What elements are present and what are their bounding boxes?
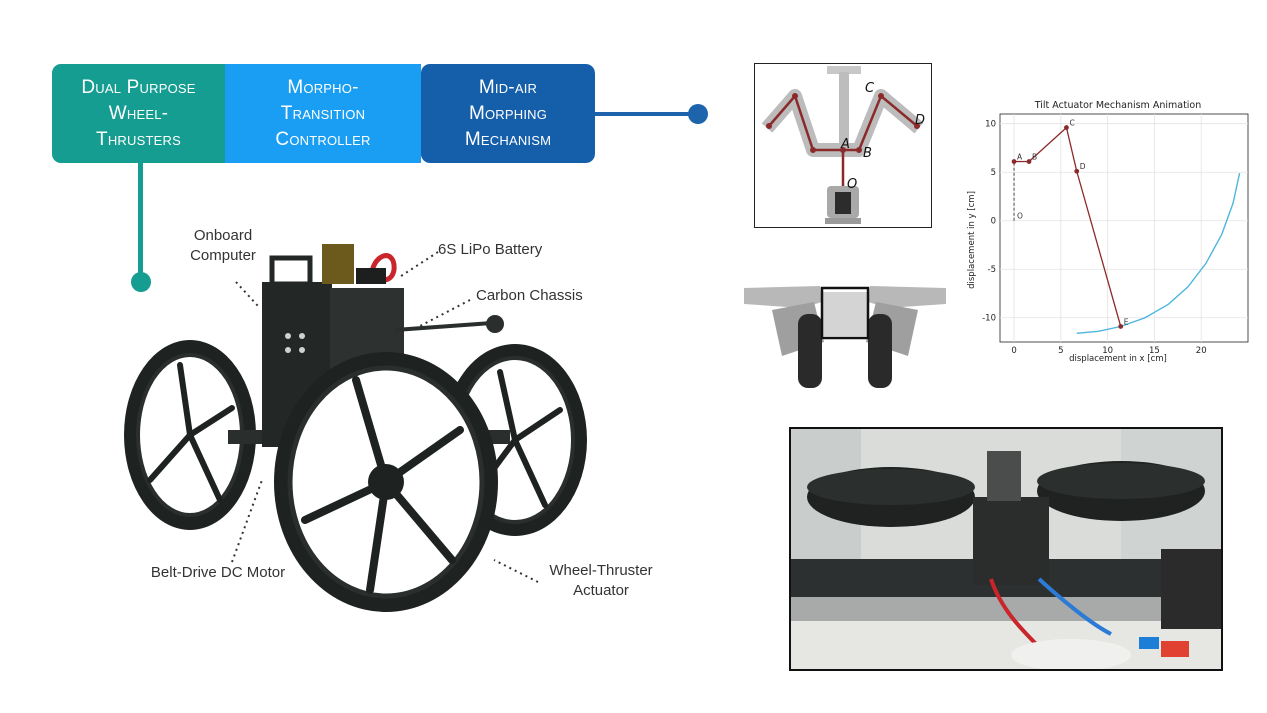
wheel-back-left [124, 340, 256, 530]
linkage-label-b: B [863, 146, 872, 161]
joint-label-o: O [1017, 212, 1023, 221]
leader-actuator [493, 559, 539, 583]
x-axis-label: displacement in x [cm] [1069, 354, 1167, 364]
joint-point-b [1026, 159, 1032, 164]
x-tick-label: 0 [1011, 346, 1016, 356]
label-onboard-computer: Onboard Computer [190, 227, 256, 264]
prototype-video-still [789, 427, 1223, 671]
connector-dot-down [131, 272, 151, 292]
battery-pack [322, 244, 397, 284]
joint-label-c: C [1069, 119, 1074, 128]
leader-chassis [419, 299, 471, 327]
joint-point-e [1118, 324, 1124, 329]
joint-point-a [1011, 159, 1017, 164]
feature-tab-bar: Dual Purpose Wheel- Thrusters Morpho- Tr… [52, 64, 595, 163]
folded-wheels-render [744, 286, 946, 388]
joint-point-c [1064, 125, 1069, 130]
x-tick-label: 20 [1196, 346, 1207, 356]
label-battery: 6S LiPo Battery [438, 241, 543, 258]
antenna-rod [394, 321, 493, 332]
connector-dot-right [688, 104, 708, 124]
label-chassis: Carbon Chassis [476, 287, 583, 304]
joint-label-b: B [1032, 153, 1037, 162]
leader-motor [231, 479, 263, 563]
y-tick-label: 5 [991, 168, 996, 178]
y-tick-label: -5 [988, 265, 996, 275]
zoom-highlight-box [820, 286, 870, 340]
chart-title: Tilt Actuator Mechanism Animation [1034, 100, 1202, 111]
y-tick-label: -10 [982, 314, 996, 324]
linkage-label-a: A [840, 137, 850, 152]
robot-illustration [124, 244, 587, 612]
label-actuator: Wheel-Thruster Actuator [549, 562, 653, 599]
link-segment-b-c [1028, 127, 1067, 163]
y-tick-label: 0 [991, 217, 996, 227]
label-motor: Belt-Drive DC Motor [150, 564, 286, 581]
connector-line-down [138, 163, 143, 275]
joint-label-d: D [1080, 162, 1086, 171]
linkage-label-d: D [915, 113, 925, 128]
x-tick-label: 5 [1058, 346, 1063, 356]
link-segment-d-e [1076, 171, 1122, 327]
tick-labels: 0 5 10 15 20 10 5 0 -5 -10 [982, 120, 1207, 356]
tab-mid-air-morphing-mechanism: Mid-air Morphing Mechanism [421, 64, 595, 163]
wheel-front-left [274, 352, 498, 612]
joint-label-a: A [1017, 153, 1023, 162]
plot-area [999, 113, 1249, 343]
linkage-label-o: O [847, 177, 857, 192]
tab-morpho-transition-controller: Morpho- Transition Controller [225, 64, 421, 163]
leader-onboard-computer [235, 281, 259, 307]
linkage-label-c: C [865, 81, 875, 96]
joint-label-e: E [1124, 317, 1129, 326]
trajectory-curve [1076, 173, 1241, 334]
antenna-tip [486, 315, 504, 333]
tab-dual-purpose-wheel-thrusters: Dual Purpose Wheel- Thrusters [52, 64, 225, 163]
leader-battery [397, 251, 439, 279]
y-tick-label: 10 [985, 120, 996, 130]
x-tick-label: 15 [1149, 346, 1160, 356]
link-segment-c-d [1065, 127, 1078, 172]
prototype-photo [791, 429, 1221, 669]
connector-line-right [595, 112, 698, 116]
tilt-actuator-chart: Tilt Actuator Mechanism Animation 0 5 10 15… [967, 100, 1249, 364]
x-tick-label: 10 [1102, 346, 1113, 356]
joint-point-d [1074, 168, 1080, 174]
linkage-drawing: A B C D O [761, 66, 925, 224]
grid-lines [1000, 114, 1248, 342]
y-axis-label: displacement in y [cm] [967, 191, 977, 289]
linkage-schematic-panel: A B C D O [754, 63, 932, 228]
